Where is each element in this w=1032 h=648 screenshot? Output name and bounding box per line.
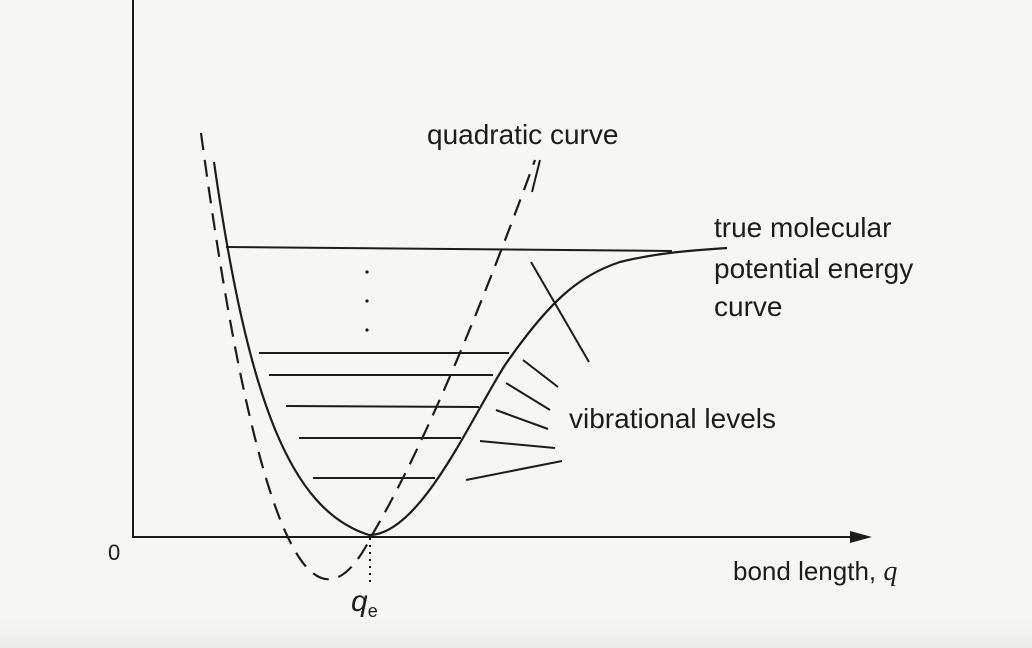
quadratic-curve [199,132,537,581]
dissociation-level [225,246,673,252]
origin-label: 0 [108,540,120,565]
bottom-shadow-band [0,618,1032,648]
level-ellipsis-dot [365,270,369,274]
level-ellipsis-dot [365,328,369,332]
qe-subscript: e [368,601,378,621]
x-axis-arrowhead [850,531,872,543]
level-ellipsis-dot [365,299,369,303]
vibrational-leader-5 [465,460,563,481]
qe-symbol: q [351,585,368,618]
x-axis-label-text: bond length, [733,556,883,586]
x-axis-label: bond length, q [733,556,897,587]
true-potential-curve [212,161,728,537]
vibrational-leader-1 [522,359,559,388]
true-curve-label-line-1: true molecular [714,212,891,243]
vibrational-leader-4 [479,440,556,449]
true-curve-label-line-2: potential energy [714,253,913,284]
quadratic-curve-label: quadratic curve [427,119,618,150]
vibrational-level-3 [285,405,480,408]
vibrational-leader-2 [505,382,551,411]
true-curve-leader [530,261,590,363]
quadratic-leader [531,159,541,193]
x-axis-label-symbol: q [883,556,897,587]
true-curve-label-line-3: curve [714,291,782,322]
vibrational-levels-label: vibrational levels [569,403,776,434]
qe-label: qe [351,585,378,621]
vibrational-leader-3 [495,409,549,430]
